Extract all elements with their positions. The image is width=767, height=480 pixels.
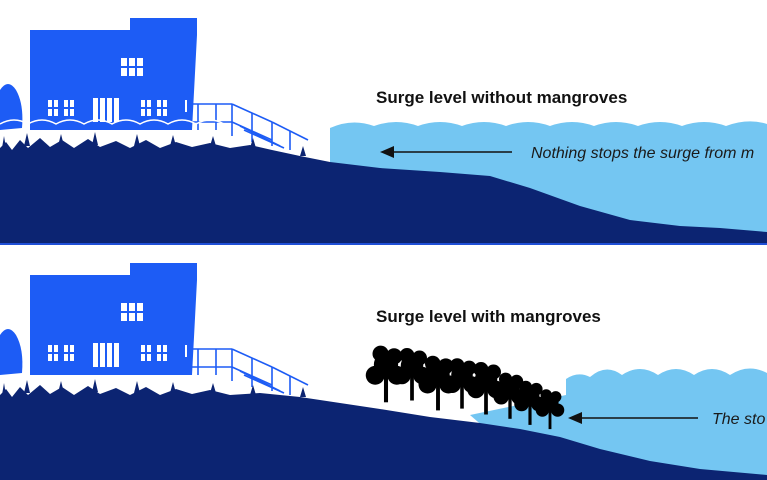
house-icon: [0, 262, 309, 396]
ground: [0, 385, 767, 480]
panel-caption: Nothing stops the surge from m: [531, 145, 754, 162]
left-arrow-icon: [380, 146, 512, 158]
ground: [0, 138, 767, 243]
panel-divider: [0, 243, 767, 245]
surge-water: [566, 368, 767, 480]
grass: [2, 132, 306, 156]
left-arrow-icon: [568, 412, 698, 424]
house-icon: [0, 17, 309, 151]
panel-without-mangroves: Surge level without mangroves Nothing st…: [0, 17, 767, 245]
panel-caption: The sto: [712, 411, 765, 428]
panel-with-mangroves: Surge level with mangroves The sto: [0, 262, 767, 480]
panel-title: Surge level without mangroves: [376, 88, 627, 107]
panel-title: Surge level with mangroves: [376, 307, 601, 326]
flood-line: [0, 119, 225, 125]
